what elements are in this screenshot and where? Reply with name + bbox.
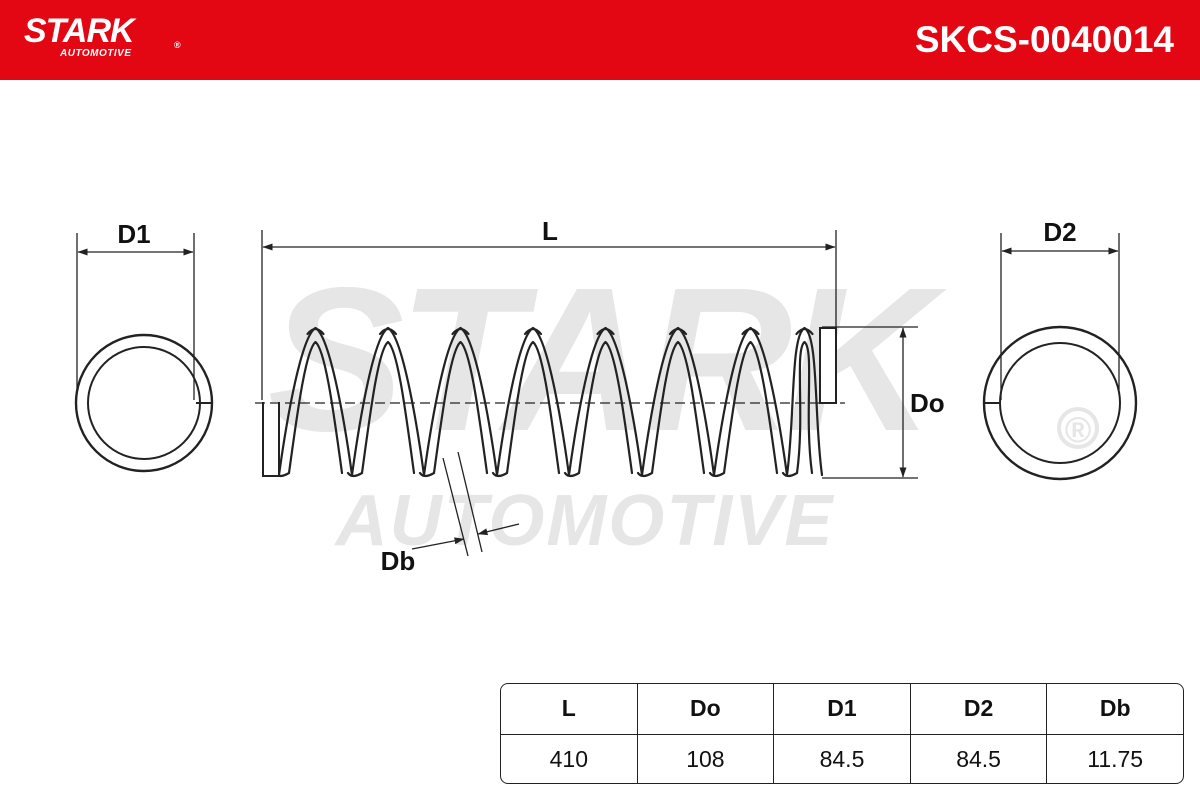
part-number: SKCS-0040014 (914, 19, 1174, 60)
value-do: 108 (636, 734, 774, 783)
header-db: Db (1046, 684, 1183, 734)
value-db: 11.75 (1046, 734, 1183, 783)
d2-label: D2 (1043, 217, 1076, 247)
spring-side-view (255, 326, 845, 478)
header-d1: D1 (773, 684, 910, 734)
header-bar: STARK AUTOMOTIVE ® SKCS-0040014 (0, 0, 1200, 80)
right-end-ring (982, 325, 1138, 481)
watermark: STARK AUTOMOTIVE ® (268, 245, 1099, 561)
value-l: 410 (549, 745, 588, 772)
l-label: L (542, 216, 558, 246)
spring-coil-path (273, 326, 824, 478)
brand-subtitle: AUTOMOTIVE (60, 48, 132, 59)
header-d2: D2 (909, 684, 1047, 734)
do-dimension (822, 326, 918, 479)
brand-name: STARK (24, 12, 135, 50)
do-label: Do (910, 388, 945, 418)
watermark-registered: ® (1065, 409, 1092, 450)
d1-dimension (76, 233, 195, 400)
l-dimension (261, 230, 837, 400)
registered-mark: ® (174, 40, 181, 50)
d1-label: D1 (117, 219, 150, 249)
header-do: Do (636, 684, 774, 734)
watermark-brand: STARK (268, 245, 948, 474)
value-d1: 84.5 (773, 734, 910, 783)
spring-diagram: STARK AUTOMOTIVE ® D1 L Do (74, 216, 1138, 576)
value-d2: 84.5 (909, 734, 1047, 783)
brand-logo: STARK AUTOMOTIVE ® (24, 12, 181, 60)
db-dimension (411, 451, 520, 557)
header-l: L (561, 695, 576, 722)
spec-table-header-row: L Do D1 D2 Db (501, 684, 1183, 734)
left-end-ring (74, 333, 214, 473)
db-label: Db (381, 546, 416, 576)
spec-table: L Do D1 D2 Db 410 108 84.5 84.5 11.75 (500, 683, 1184, 784)
d2-dimension (1000, 233, 1120, 400)
spec-table-value-row: 410 108 84.5 84.5 11.75 (501, 733, 1183, 783)
